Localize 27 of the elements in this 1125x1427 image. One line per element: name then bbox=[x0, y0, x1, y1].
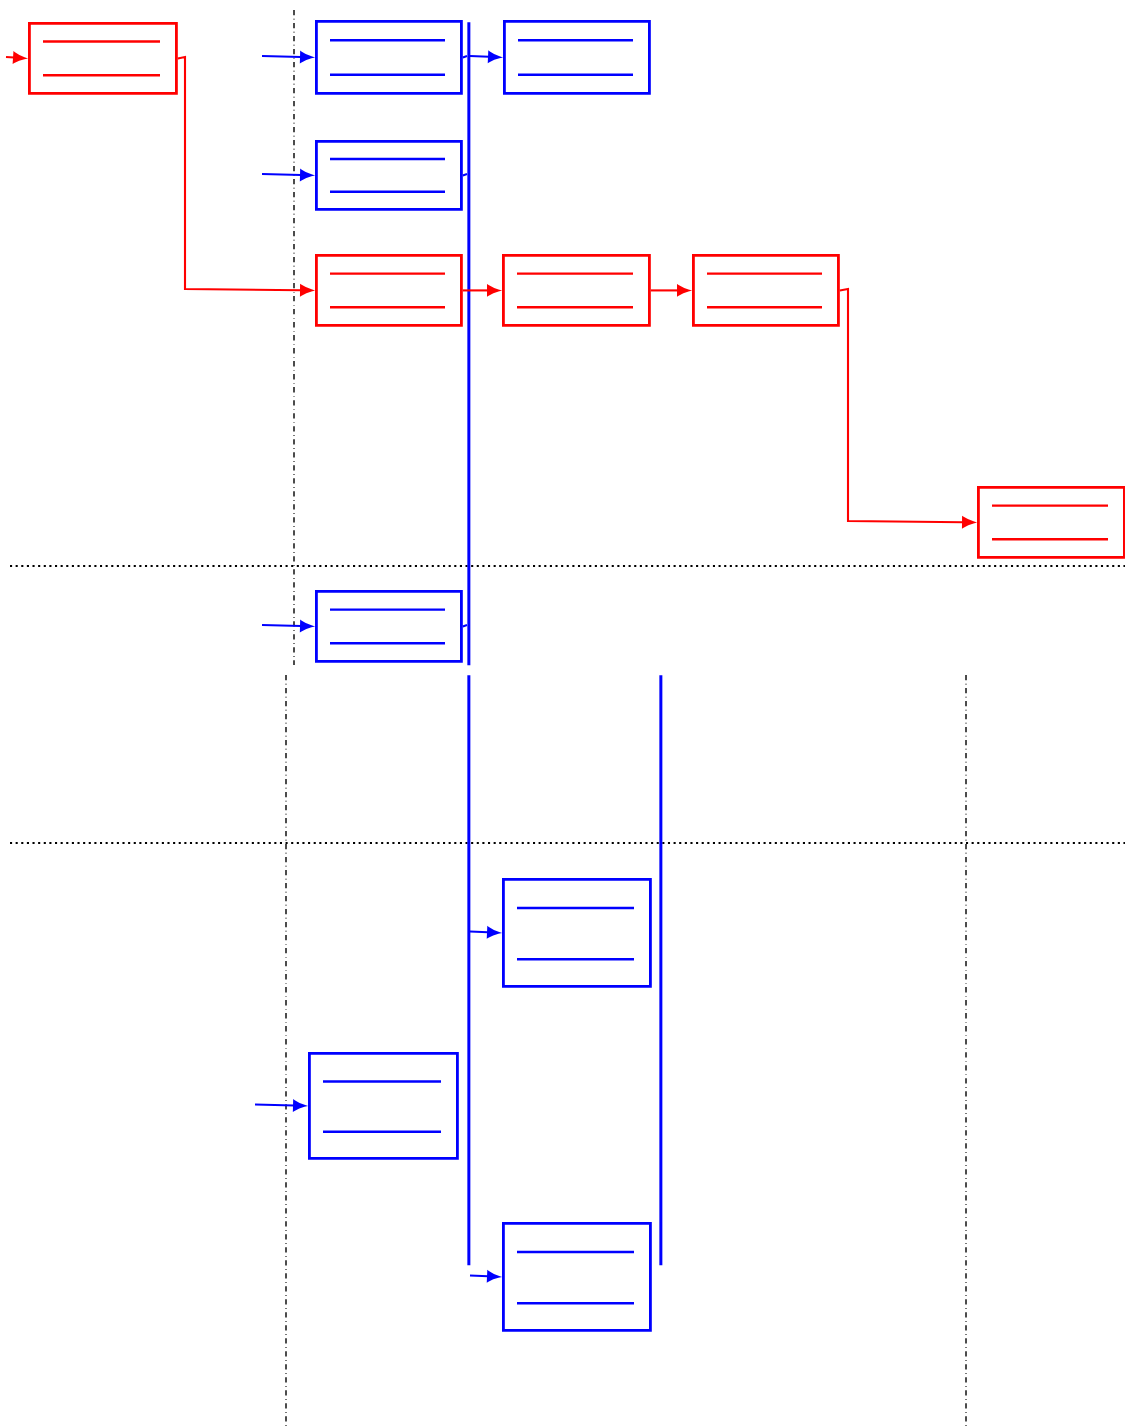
task-box bbox=[315, 20, 463, 95]
task-box bbox=[315, 590, 463, 663]
task-box bbox=[502, 1222, 652, 1332]
task-box bbox=[502, 878, 652, 988]
task-box bbox=[503, 20, 651, 95]
task-box bbox=[692, 254, 840, 327]
arrow bbox=[254, 1099, 306, 1112]
arrow bbox=[469, 1270, 500, 1282]
arrow bbox=[261, 169, 313, 181]
task-box bbox=[315, 254, 463, 327]
arrow bbox=[650, 284, 690, 296]
arrow bbox=[261, 51, 313, 63]
connector-bar bbox=[659, 675, 663, 1266]
arrow bbox=[839, 287, 975, 528]
arrow bbox=[261, 620, 313, 632]
task-box bbox=[28, 22, 178, 95]
arrow bbox=[462, 284, 500, 296]
task-box bbox=[502, 254, 651, 327]
task-box bbox=[977, 486, 1125, 559]
arrow bbox=[177, 55, 313, 296]
connector-bar bbox=[467, 22, 471, 666]
arrow bbox=[469, 51, 501, 63]
task-box bbox=[315, 140, 463, 211]
arrow bbox=[5, 51, 26, 64]
arrow bbox=[469, 926, 500, 938]
task-box bbox=[308, 1052, 459, 1160]
connector-bar bbox=[467, 675, 471, 1266]
